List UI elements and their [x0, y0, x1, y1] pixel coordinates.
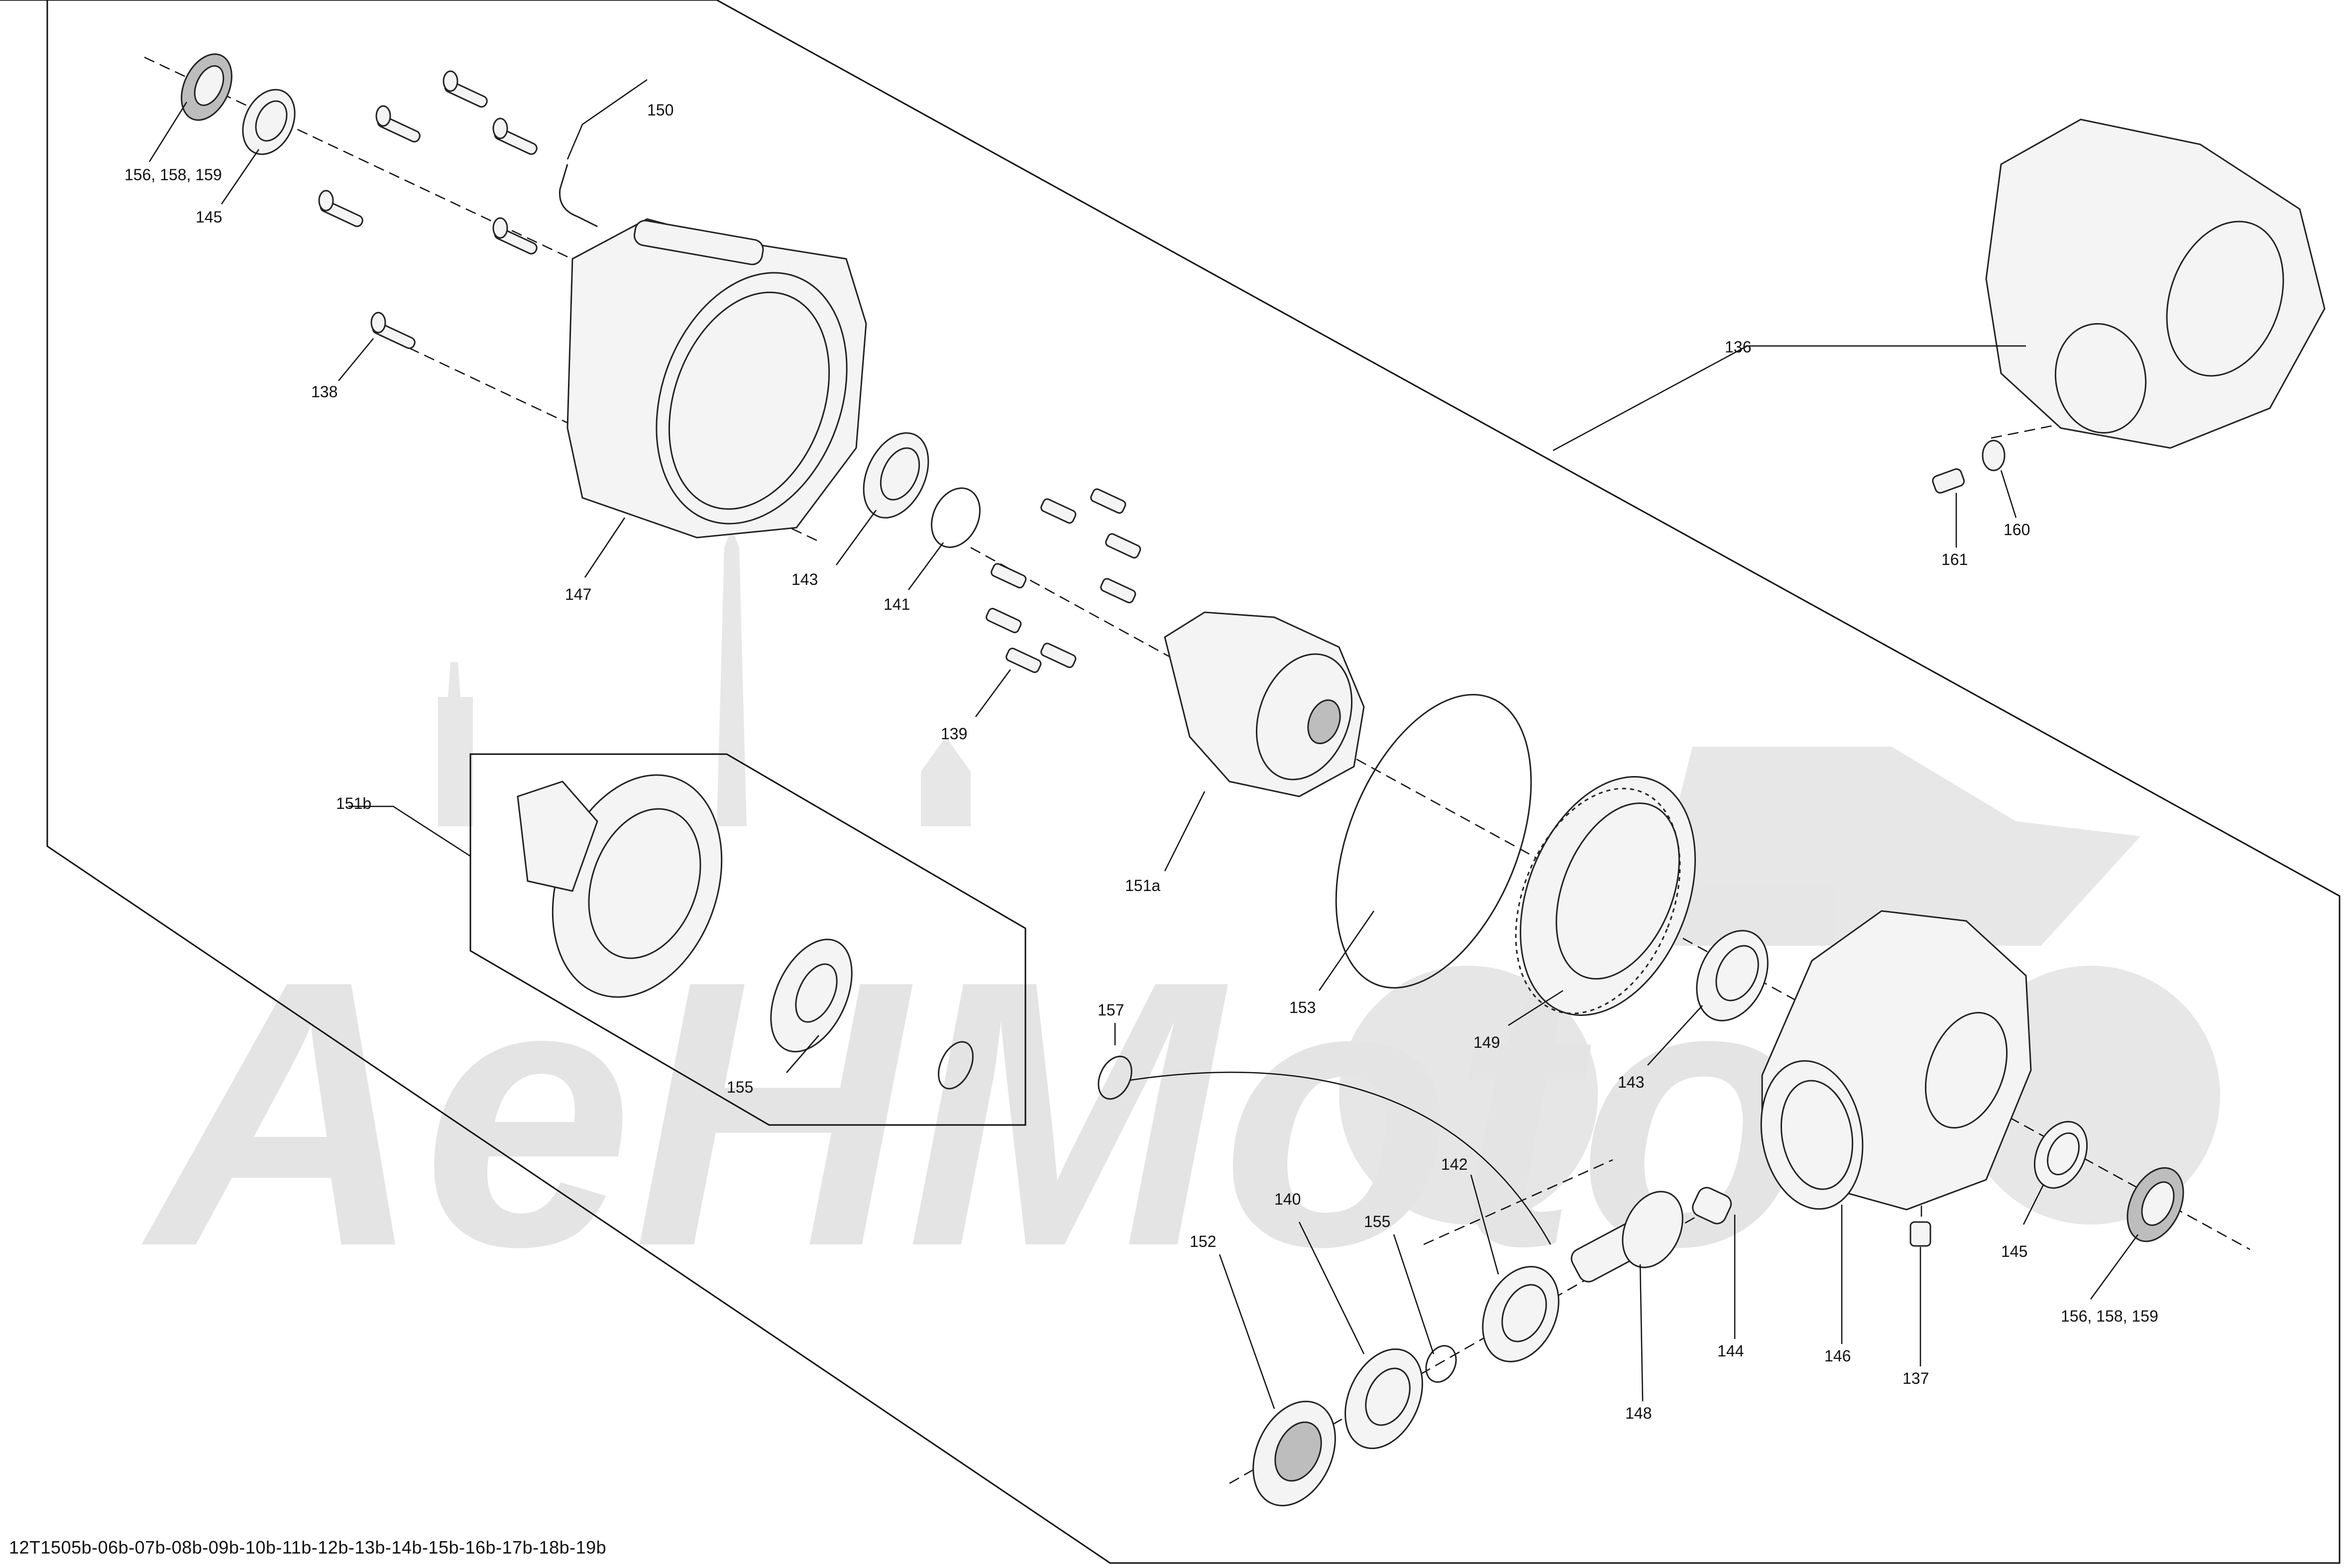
circlip-154 [1425, 1345, 1457, 1383]
screws-139 [986, 488, 1141, 673]
callout-147: 147 [565, 585, 591, 603]
oil-seal-152 [1252, 1400, 1336, 1507]
housing-146 [1760, 910, 2032, 1211]
housing-147 [566, 218, 867, 539]
needle-bearing-145-top [242, 89, 296, 155]
o-ring-157-path [1129, 1071, 1552, 1245]
bolt-161 [1932, 468, 1965, 494]
callout-148: 148 [1625, 1404, 1652, 1422]
callout-150: 150 [647, 101, 673, 119]
callout-145-top: 145 [196, 208, 222, 226]
callout-161: 161 [1941, 551, 1968, 568]
ring-gear-149 [1515, 776, 1696, 1016]
callout-141: 141 [884, 595, 910, 613]
washer-156-158-159 [770, 938, 853, 1053]
callout-152: 152 [1190, 1232, 1216, 1250]
callout-155-right: 156, 158, 159 [2061, 1307, 2158, 1325]
needle-bearing-144 [1692, 1187, 1732, 1225]
oil-seal-155-right [2127, 1167, 2184, 1242]
callout-157: 157 [1098, 1001, 1124, 1019]
callout-139: 139 [941, 725, 967, 743]
nut-140 [1344, 1348, 1423, 1450]
snap-ring-inset [938, 1041, 974, 1090]
callout-145-right: 145 [2001, 1242, 2027, 1260]
callout-142: 142 [1441, 1155, 1467, 1173]
callout-144: 144 [1717, 1342, 1744, 1360]
drain-plug-137 [1909, 1221, 1931, 1247]
callout-143-upper: 143 [791, 570, 818, 588]
shim-ring-141 [931, 487, 981, 548]
callout-146: 146 [1824, 1347, 1851, 1365]
o-ring-157 [1098, 1055, 1132, 1100]
callout-155-top: 156, 158, 159 [124, 166, 222, 184]
callout-labels: 156, 158, 159 145 150 138 147 143 141 13… [124, 101, 2158, 1422]
callout-138: 138 [311, 383, 337, 401]
bearing-143-upper [863, 432, 929, 519]
differential-151a [1164, 611, 1365, 797]
callout-137: 137 [1903, 1369, 1929, 1387]
oil-seal-155-top [181, 53, 232, 121]
washer-160 [1982, 440, 2006, 471]
assembly-axis-cover [1423, 1159, 1613, 1245]
bearing-143-lower [1696, 930, 1769, 1021]
callout-151b: 151b [336, 794, 371, 812]
callout-154: 155 [1364, 1213, 1390, 1231]
o-ring-153 [1335, 694, 1532, 989]
bearing-142 [1482, 1266, 1560, 1362]
assembled-unit-136 [1985, 118, 2326, 449]
bolts-138 [318, 70, 538, 349]
differential-151b [517, 774, 723, 998]
breather-tube-150 [559, 164, 598, 227]
pinion-shaft-148 [1570, 1191, 1683, 1283]
callout-151a: 151a [1125, 877, 1160, 895]
callout-153: 153 [1289, 999, 1316, 1016]
callout-160: 160 [2004, 521, 2030, 539]
drawing-code: 12T1505b-06b-07b-08b-09b-10b-11b-12b-13b… [9, 1537, 607, 1558]
callout-140: 140 [1274, 1190, 1301, 1208]
callout-136: 136 [1725, 338, 1751, 356]
needle-bearing-145-right [2033, 1120, 2088, 1189]
callout-156-158-159: 155 [727, 1078, 753, 1096]
callout-143-lower: 143 [1618, 1073, 1644, 1091]
inset-box-151b [469, 753, 1026, 1126]
callout-149: 149 [1473, 1033, 1500, 1051]
leader-lines [148, 79, 2139, 1409]
